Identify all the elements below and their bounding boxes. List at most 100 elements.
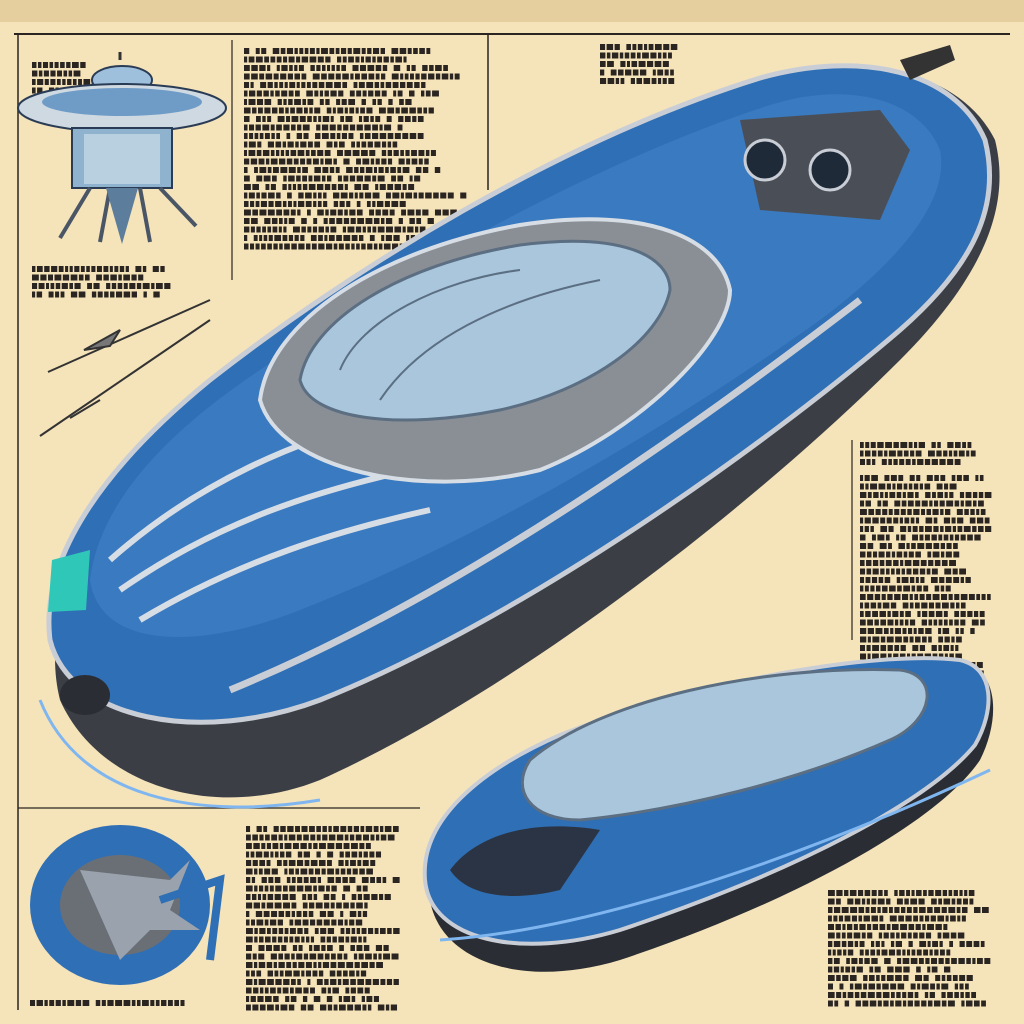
pseudo-text-glyph <box>400 192 404 199</box>
pseudo-text-glyph <box>951 636 955 643</box>
pseudo-text-glyph <box>279 970 284 977</box>
pseudo-text-glyph <box>637 44 643 50</box>
pseudo-text-glyph <box>909 602 914 609</box>
pseudo-text-glyph <box>391 48 399 54</box>
pseudo-text-glyph <box>282 141 287 148</box>
pseudo-text-glyph <box>286 962 292 968</box>
pseudo-text-glyph <box>337 124 342 131</box>
pseudo-text-glyph <box>878 890 883 896</box>
pseudo-text-glyph <box>318 962 322 968</box>
pseudo-text-glyph <box>960 992 964 998</box>
pseudo-text-glyph <box>37 62 42 68</box>
pseudo-text-glyph <box>278 218 283 224</box>
pseudo-text-glyph <box>284 82 288 88</box>
pseudo-text-glyph <box>896 992 901 998</box>
pseudo-text-glyph <box>643 78 651 84</box>
pseudo-text-glyph <box>344 834 349 841</box>
pseudo-text-glyph <box>878 551 885 558</box>
pseudo-text-glyph <box>965 983 969 990</box>
pseudo-text-glyph <box>632 69 639 76</box>
pseudo-text-glyph <box>323 218 328 224</box>
pseudo-text-glyph <box>868 509 875 515</box>
pseudo-text-glyph <box>318 885 325 892</box>
pseudo-text-glyph <box>313 996 321 1002</box>
pseudo-text-glyph <box>343 158 350 165</box>
pseudo-text-glyph <box>67 1000 75 1006</box>
pseudo-text-glyph <box>925 517 933 524</box>
pseudo-text-glyph <box>933 500 939 507</box>
pseudo-text-glyph <box>909 577 915 583</box>
pseudo-text-glyph <box>946 975 952 981</box>
pseudo-text-glyph <box>272 936 277 943</box>
pseudo-text-glyph <box>254 133 259 139</box>
pseudo-text-glyph <box>374 928 379 934</box>
pseudo-text-glyph <box>387 928 392 934</box>
pseudo-text-glyph <box>364 987 370 994</box>
pseudo-text-glyph <box>894 907 900 913</box>
pseudo-text-glyph <box>273 996 279 1002</box>
pseudo-text-glyph <box>131 274 137 281</box>
pseudo-text-glyph <box>288 56 295 63</box>
pseudo-text-glyph <box>957 932 965 939</box>
pseudo-text-glyph <box>386 116 392 122</box>
pseudo-text-glyph <box>268 201 274 207</box>
pseudo-text-glyph <box>291 911 295 917</box>
pseudo-text-glyph <box>38 283 45 289</box>
pseudo-text-glyph <box>307 209 311 216</box>
pseudo-text-glyph <box>428 73 435 80</box>
pseudo-text-glyph <box>914 602 920 609</box>
pseudo-text-glyph <box>930 983 935 990</box>
pseudo-text-glyph <box>924 992 929 998</box>
pseudo-text-glyph <box>956 907 961 913</box>
pseudo-text-glyph <box>902 602 909 609</box>
pseudo-text-glyph <box>967 442 972 448</box>
pseudo-text-glyph <box>244 48 250 54</box>
pseudo-text-glyph <box>923 890 927 896</box>
pseudo-text-glyph <box>861 898 866 905</box>
pseudo-text-glyph <box>328 235 335 241</box>
pseudo-text-glyph <box>858 915 863 922</box>
pseudo-text-glyph <box>442 209 449 216</box>
pseudo-text-glyph <box>872 636 880 643</box>
pseudo-text-glyph <box>78 79 82 85</box>
pseudo-text-glyph <box>123 1000 131 1006</box>
pseudo-text-glyph <box>828 941 833 947</box>
pseudo-text-glyph <box>842 975 849 981</box>
pseudo-text-glyph <box>381 141 387 148</box>
pseudo-text-glyph <box>362 158 370 165</box>
pseudo-text-glyph <box>287 826 294 832</box>
pseudo-text-glyph <box>921 509 926 515</box>
pseudo-text-glyph <box>246 928 253 934</box>
pseudo-text-glyph <box>345 936 350 943</box>
pseudo-text-glyph <box>246 919 250 926</box>
pseudo-text-glyph <box>890 932 895 939</box>
pseudo-text-glyph <box>981 1000 986 1007</box>
pseudo-text-glyph <box>934 949 939 956</box>
pseudo-text-glyph <box>422 65 428 71</box>
pseudo-text-glyph <box>900 526 907 532</box>
pseudo-text-glyph <box>414 175 421 182</box>
pseudo-text-glyph <box>131 1000 136 1006</box>
pseudo-text-glyph <box>324 902 330 909</box>
pseudo-text-glyph <box>369 209 375 216</box>
pseudo-text-glyph <box>307 116 312 122</box>
pseudo-text-glyph <box>867 594 874 600</box>
pseudo-text-glyph <box>948 594 953 600</box>
pseudo-text-glyph <box>862 1000 869 1007</box>
pseudo-text-glyph <box>972 492 978 498</box>
pseudo-text-glyph <box>277 116 285 122</box>
pseudo-text-glyph <box>893 560 899 566</box>
pseudo-text-glyph <box>933 543 940 549</box>
pseudo-text-glyph <box>828 890 835 896</box>
pseudo-text-glyph <box>879 611 886 617</box>
pseudo-text-glyph <box>943 619 948 626</box>
pseudo-text-glyph <box>80 62 86 68</box>
pseudo-text-glyph <box>410 73 414 80</box>
pseudo-text-glyph <box>250 201 255 207</box>
pseudo-text-glyph <box>853 932 861 939</box>
pseudo-text-glyph <box>263 90 269 97</box>
pseudo-text-glyph <box>388 99 393 105</box>
pseudo-text-glyph <box>304 107 308 114</box>
pseudo-text-glyph <box>918 442 925 448</box>
pseudo-text-glyph <box>916 966 921 973</box>
